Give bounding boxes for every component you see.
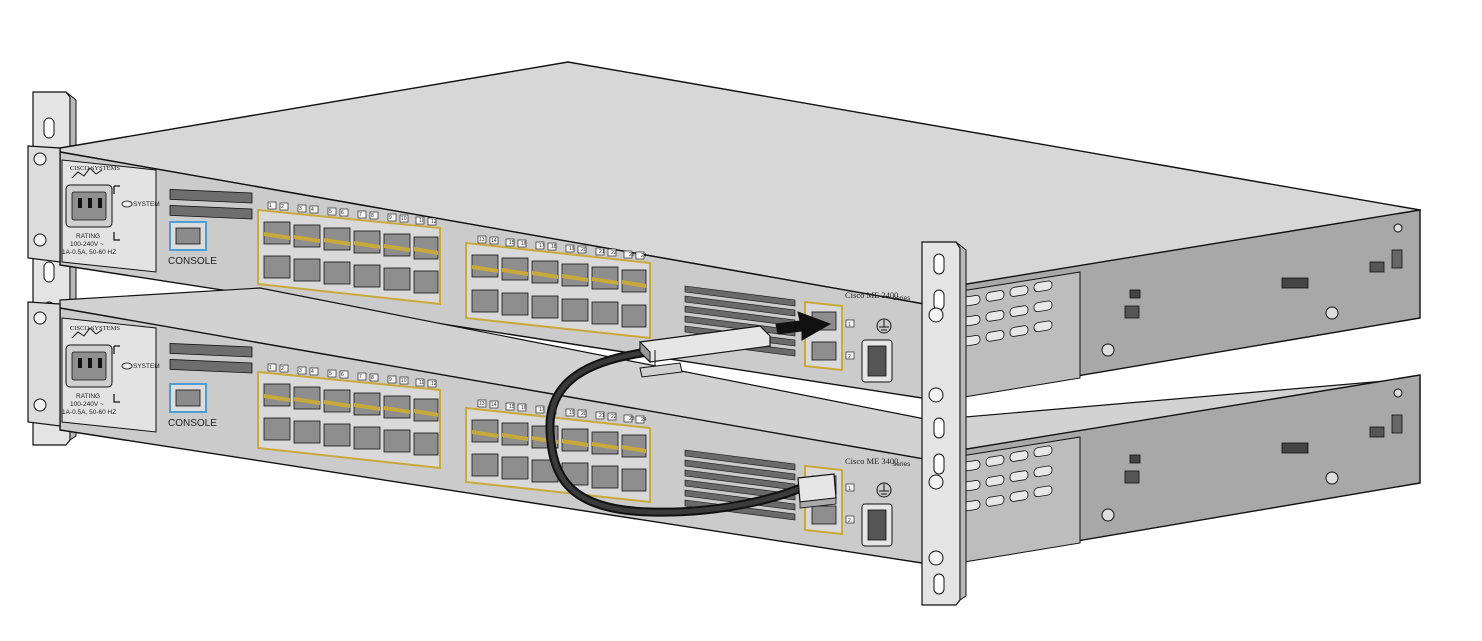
- port-block-13-24: [465, 235, 651, 340]
- port-number-label: 16: [521, 405, 527, 411]
- port-number-label: 24: [641, 417, 647, 423]
- port-number-label: 9: [389, 377, 392, 383]
- sfp-1-label: 1: [848, 486, 851, 492]
- sfp-connector-bottom: [797, 473, 837, 509]
- port-number-label: 2: [281, 366, 284, 372]
- port-number-label: 3: [299, 368, 302, 374]
- port-number-label: 2: [281, 204, 284, 210]
- current-label: 1A-0.5A, 50-60 HZ: [62, 409, 116, 416]
- port-number-label: 23: [629, 252, 635, 258]
- port-number-label: 4: [311, 207, 314, 213]
- port-number-label: 16: [521, 241, 527, 247]
- model-suffix: series: [893, 295, 911, 302]
- sfp-2-label: 2: [848, 518, 851, 524]
- port-block-13-24: [465, 399, 651, 504]
- port-number-label: 17: [539, 243, 545, 249]
- port-number-label: 15: [509, 240, 515, 246]
- port-number-label: 10: [401, 378, 407, 384]
- port-number-label: 8: [371, 375, 374, 381]
- port-number-label: 17: [539, 407, 545, 413]
- model-label: Cisco ME 3400: [845, 456, 898, 466]
- switch-bottom: CISCO SYSTEMS RATING 100-240V ~ 1A-0.5A,…: [27, 287, 1421, 566]
- port-number-label: 14: [491, 238, 497, 244]
- port-number-label: 3: [299, 206, 302, 212]
- port-number-label: 21: [599, 413, 605, 419]
- rating-label: RATING: [76, 233, 100, 240]
- sfp-2-label: 2: [848, 354, 851, 360]
- port-number-label: 6: [341, 372, 344, 378]
- port-number-label: 7: [359, 212, 362, 218]
- port-number-label: 20: [581, 247, 587, 253]
- model-suffix: series: [893, 461, 911, 468]
- brand-label: CISCO SYSTEMS: [70, 325, 120, 332]
- port-number-label: 15: [509, 404, 515, 410]
- sfp-connector-top: [639, 325, 771, 378]
- port-number-label: 14: [491, 402, 497, 408]
- port-number-label: 5: [329, 371, 332, 377]
- port-number-label: 13: [479, 401, 485, 407]
- voltage-label: 100-240V ~: [70, 401, 104, 408]
- port-number-label: 1: [269, 203, 272, 209]
- port-number-label: 5: [329, 209, 332, 215]
- port-number-label: 13: [479, 237, 485, 243]
- port-number-label: 8: [371, 213, 374, 219]
- port-number-label: 12: [431, 219, 437, 225]
- port-number-label: 4: [311, 369, 314, 375]
- port-number-label: 22: [611, 250, 617, 256]
- port-number-label: 1: [269, 365, 272, 371]
- port-number-label: 24: [641, 253, 647, 259]
- port-number-label: 22: [611, 414, 617, 420]
- port-number-label: 9: [389, 215, 392, 221]
- rating-label: RATING: [76, 393, 100, 400]
- model-label: Cisco ME 3400: [845, 290, 898, 300]
- port-number-label: 11: [419, 380, 424, 386]
- port-number-label: 21: [599, 249, 605, 255]
- current-label: 1A-0.5A, 50-60 HZ: [62, 249, 116, 256]
- port-number-label: 11: [419, 218, 424, 224]
- system-led-label: SYSTEM: [133, 363, 160, 370]
- port-block-1-12: [257, 363, 441, 470]
- voltage-label: 100-240V ~: [70, 241, 104, 248]
- brand-label: CISCO SYSTEMS: [70, 165, 120, 172]
- stacking-cable: [545, 325, 837, 517]
- port-number-label: 18: [551, 408, 557, 414]
- port-number-label: 12: [431, 381, 437, 387]
- port-number-label: 19: [569, 410, 575, 416]
- port-number-label: 23: [629, 416, 635, 422]
- right-rack-rail: [921, 241, 967, 606]
- port-number-label: 18: [551, 244, 557, 250]
- insertion-arrow: [775, 311, 832, 341]
- system-led-label: SYSTEM: [133, 201, 160, 208]
- port-number-label: 7: [359, 374, 362, 380]
- sfp-1-label: 1: [848, 322, 851, 328]
- port-number-label: 20: [581, 411, 587, 417]
- port-block-1-12: [257, 201, 441, 306]
- port-number-label: 19: [569, 246, 575, 252]
- port-number-label: 6: [341, 210, 344, 216]
- console-label: CONSOLE: [168, 418, 217, 429]
- console-label: CONSOLE: [168, 256, 217, 267]
- port-number-label: 10: [401, 216, 407, 222]
